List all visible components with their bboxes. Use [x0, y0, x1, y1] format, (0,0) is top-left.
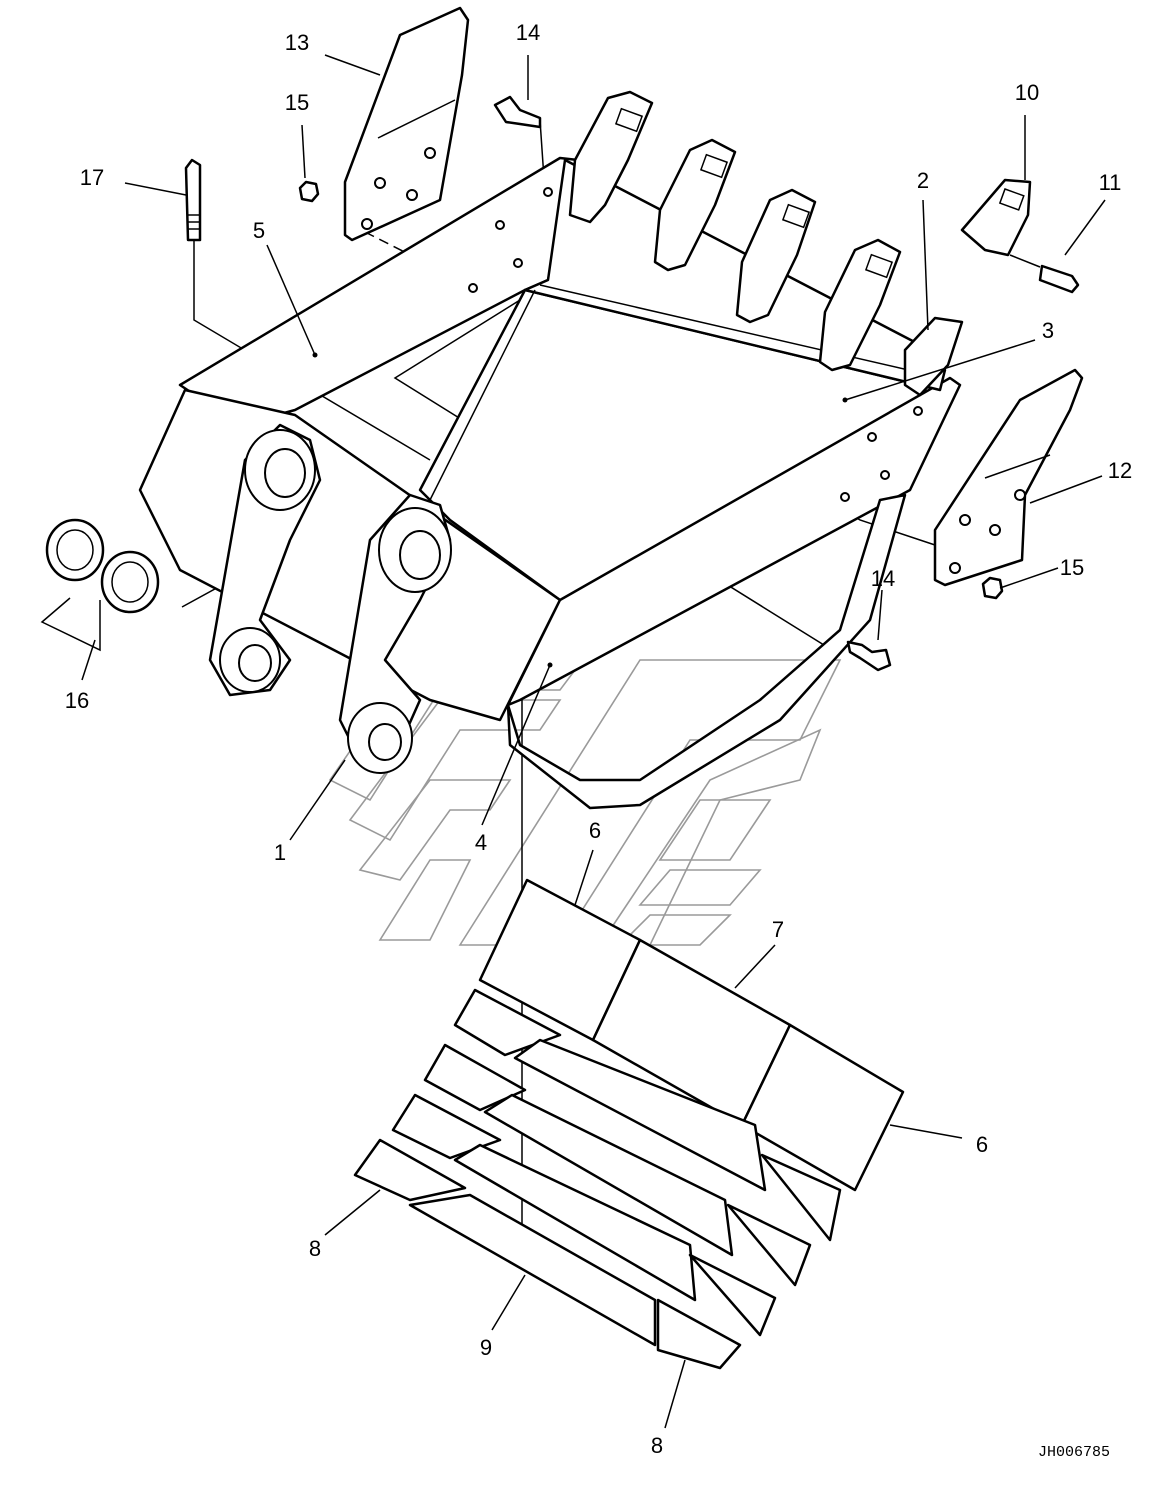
- tooth-loose-10: [960, 178, 1032, 257]
- wear-strip-9: [408, 1193, 657, 1347]
- nut-15-right: [981, 576, 1004, 600]
- callout-17: 17: [80, 165, 104, 190]
- callout-16: 16: [65, 688, 89, 713]
- bolt-17: [184, 158, 202, 242]
- leader-lines: [40, 54, 1106, 1429]
- side-cutter-12: [933, 368, 1084, 587]
- wear-plates: [353, 878, 905, 1370]
- strip-c3: [688, 1253, 777, 1337]
- nut-15-top: [298, 180, 320, 203]
- callout-12: 12: [1108, 458, 1132, 483]
- strip-c1: [391, 1093, 502, 1160]
- callout-8-left: 8: [309, 1236, 321, 1261]
- bottom-wrapper: [506, 493, 907, 810]
- callout-10: 10: [1015, 80, 1039, 105]
- callout-15-right: 15: [1060, 555, 1084, 580]
- callout-7: 7: [772, 917, 784, 942]
- callout-9: 9: [480, 1335, 492, 1360]
- strip-b3: [726, 1203, 812, 1287]
- pin-11: [1038, 264, 1080, 294]
- tooth-1: [568, 90, 654, 224]
- wear-plate-6-right: [740, 1023, 905, 1192]
- tooth-4: [818, 238, 902, 372]
- strip-a1: [453, 988, 562, 1057]
- callout-6-top: 6: [589, 818, 601, 843]
- strip-b1: [423, 1043, 527, 1112]
- callout-5: 5: [253, 218, 265, 243]
- callout-8-bottom: 8: [651, 1433, 663, 1458]
- callout-15-top: 15: [285, 90, 309, 115]
- callout-4: 4: [475, 830, 487, 855]
- callout-3: 3: [1042, 318, 1054, 343]
- tooth-3: [735, 188, 817, 324]
- drawing-code: JH006785: [1038, 1444, 1110, 1461]
- callout-11: 11: [1099, 170, 1122, 195]
- strip-c2: [453, 1143, 697, 1302]
- tooth-2: [653, 138, 737, 272]
- wear-strip-8-left: [353, 1138, 467, 1202]
- strip-a2: [513, 1038, 767, 1192]
- teeth-row: [568, 90, 1080, 397]
- callout-labels: 13 14 15 17 5 10 2 11 3 12 15 14 16 1 4 …: [65, 20, 1132, 1458]
- strip-b2: [483, 1093, 734, 1257]
- bolt-14-bottom: [846, 640, 892, 672]
- side-cutters: [343, 6, 1084, 587]
- boss-brackets: [208, 423, 452, 774]
- wear-strip-8-right: [656, 1298, 742, 1370]
- bolt-14-top: [493, 95, 542, 129]
- fasteners: [184, 95, 1004, 672]
- callout-14-bottom: 14: [871, 566, 895, 591]
- callout-13: 13: [285, 30, 309, 55]
- callout-2: 2: [917, 168, 929, 193]
- shims-16: [45, 518, 160, 614]
- tooth-adapter-corner: [903, 316, 964, 397]
- callout-1: 1: [274, 840, 286, 865]
- strip-a3: [760, 1153, 842, 1242]
- callout-6-right: 6: [976, 1132, 988, 1157]
- callout-14-top: 14: [516, 20, 540, 45]
